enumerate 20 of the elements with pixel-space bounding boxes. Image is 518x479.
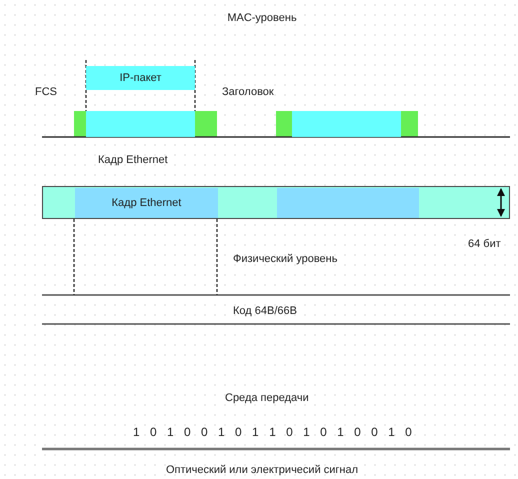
box-label: Кадр Ethernet <box>112 197 182 209</box>
frame-payload-box <box>86 111 195 137</box>
layer-title: MAC-уровень <box>227 12 297 25</box>
layer-title: Код 64B/66B <box>233 305 297 318</box>
connector-line <box>194 60 196 111</box>
field-label: FCS <box>35 86 57 99</box>
bit-stream-bar <box>42 186 510 219</box>
frame-segment <box>277 188 419 218</box>
signal-caption: Оптический или электричесий сигнал <box>166 464 358 477</box>
layer-title: Среда передачи <box>225 392 309 405</box>
frame-segment <box>75 188 218 218</box>
layer-title: Физический уровень <box>233 253 338 266</box>
dimension-label: 64 бит <box>468 238 501 251</box>
frame-payload-box <box>292 111 401 137</box>
connector-line <box>85 60 87 111</box>
box-label: IP-пакет <box>120 72 162 84</box>
frame-caption: Кадр Ethernet <box>98 154 168 167</box>
field-label: Заголовок <box>222 86 274 99</box>
bit-sequence: 1 0 1 0 0 1 0 1 1 0 1 0 1 0 0 1 0 <box>133 426 416 439</box>
packet-box <box>86 66 195 90</box>
